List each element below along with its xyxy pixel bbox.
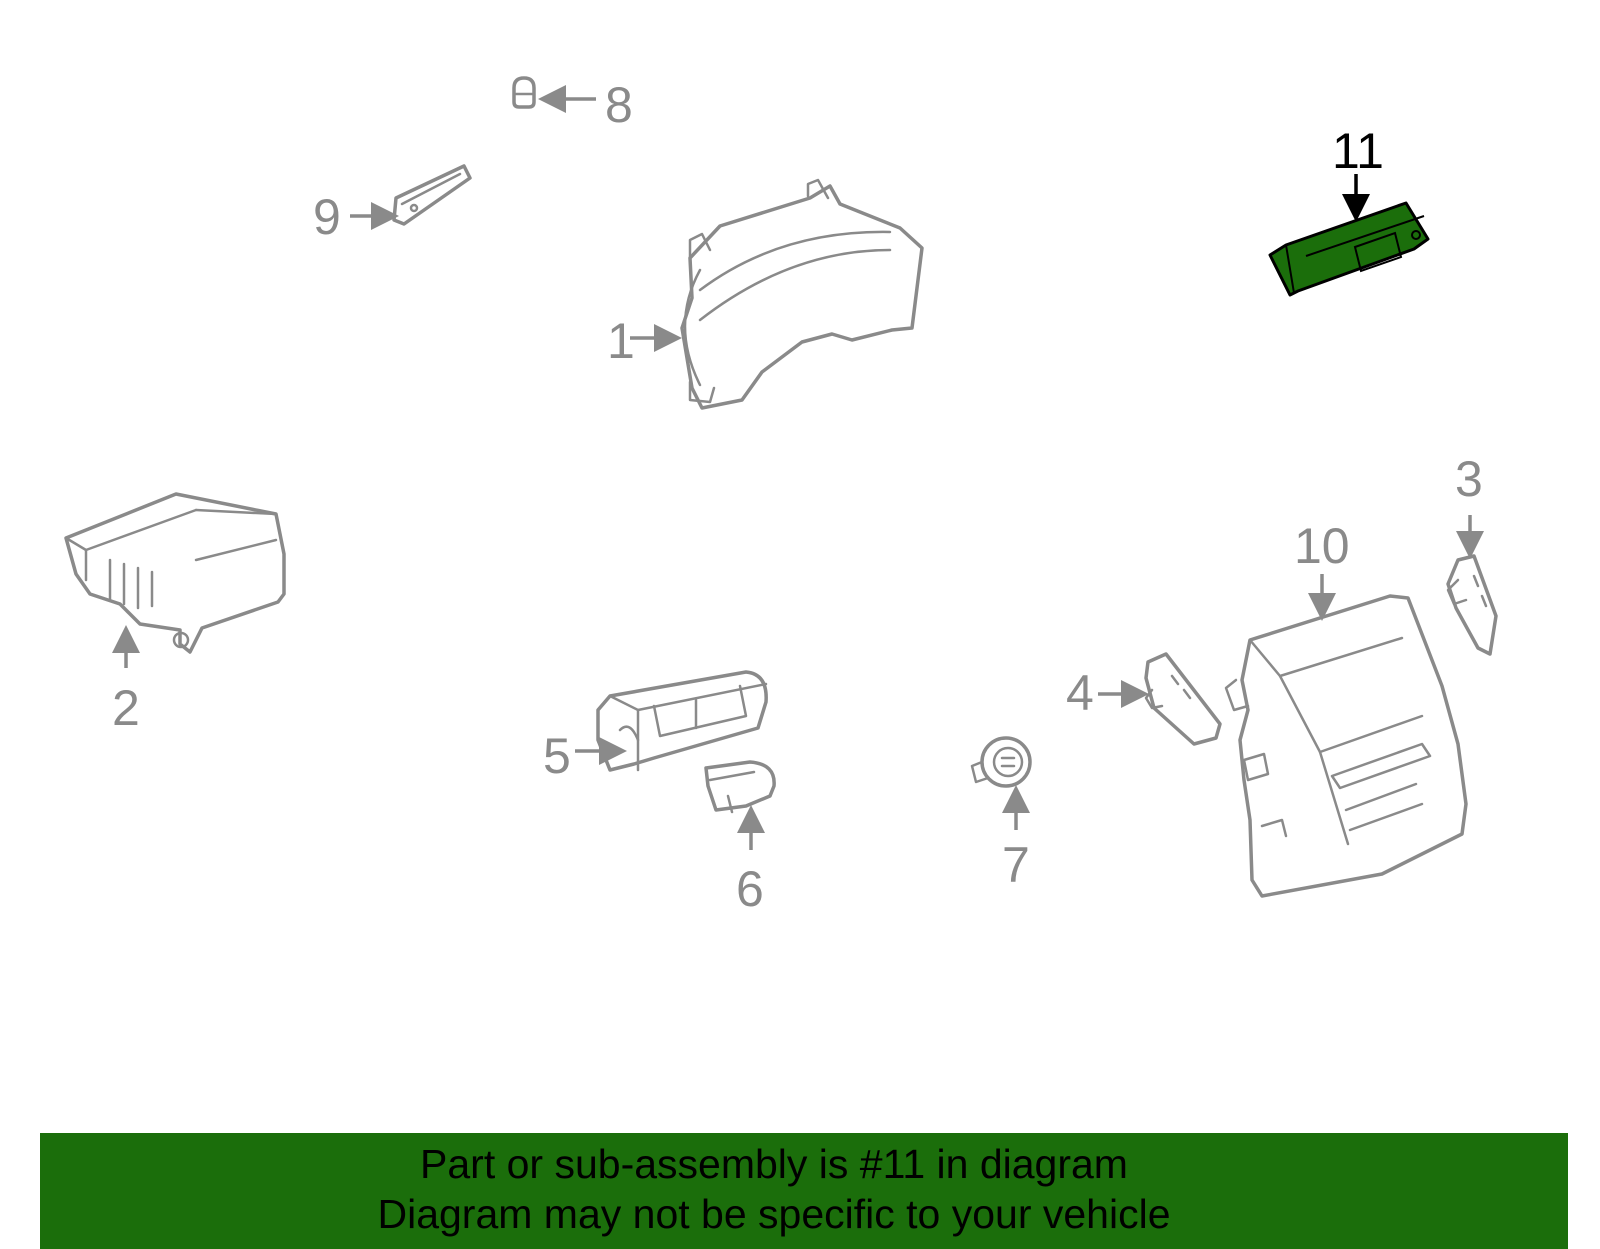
callout-4: 4 — [1066, 665, 1094, 721]
callout-7: 7 — [1002, 837, 1030, 893]
part-7-round-switch[interactable] — [970, 736, 1032, 788]
callout-1: 1 — [607, 313, 635, 369]
part-6-small-switch[interactable] — [704, 760, 776, 814]
part-4-switch[interactable] — [1144, 652, 1222, 746]
callout-8: 8 — [605, 77, 633, 133]
banner-line-2: Diagram may not be specific to your vehi… — [377, 1191, 1171, 1237]
callout-2: 2 — [112, 680, 140, 736]
callout-3: 3 — [1455, 451, 1483, 507]
part-2-control-module[interactable] — [64, 492, 286, 654]
callout-9: 9 — [313, 189, 341, 245]
callout-11: 11 — [1332, 123, 1384, 179]
part-10-radio-panel[interactable] — [1224, 594, 1468, 898]
part-8-clip[interactable] — [512, 76, 536, 109]
part-11-module[interactable] — [1268, 201, 1430, 297]
parts-diagram: 8 9 1 11 2 — [64, 76, 1498, 917]
part-9-switch[interactable] — [392, 164, 472, 226]
part-1-instrument-cluster[interactable] — [680, 178, 924, 410]
callout-10: 10 — [1294, 518, 1350, 574]
info-banner: Part or sub-assembly is #11 in diagram D… — [40, 1133, 1568, 1249]
callout-6: 6 — [736, 861, 764, 917]
callout-5: 5 — [543, 728, 571, 784]
part-5-switch-assembly[interactable] — [596, 670, 768, 772]
banner-line-1: Part or sub-assembly is #11 in diagram — [420, 1141, 1128, 1187]
part-3-switch[interactable] — [1446, 554, 1498, 656]
